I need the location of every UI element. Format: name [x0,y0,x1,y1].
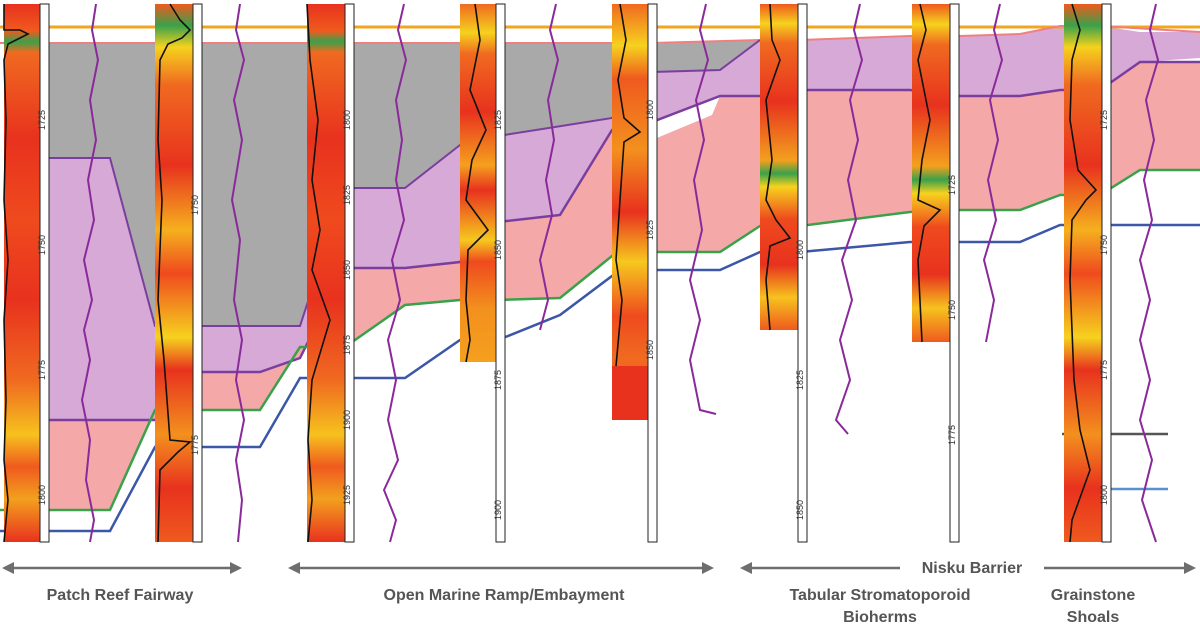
log-column [460,4,496,362]
gamma-curve-5 [615,3,642,367]
depth-label: 1775 [190,435,200,455]
gamma-curve-6 [765,3,792,331]
track-box [192,3,203,543]
res-curve-6 [834,3,864,435]
track-box [1101,3,1112,543]
bottom-arrows [2,562,1196,574]
arrowhead-right [230,562,242,574]
depth-label: 1825 [645,220,655,240]
lower-red-block [612,366,648,420]
gamma-curve-1 [3,4,30,543]
log-column [912,4,950,342]
pink-zone [44,62,1200,510]
depth-labels: 1725 1750 1775 1800 1750 1775 1800 1825 1850 1875… [37,100,1109,520]
depth-label: 1925 [342,485,352,505]
depth-label: 1800 [1099,485,1109,505]
track-box [949,3,960,543]
depth-label: 1725 [947,175,957,195]
track-box [797,3,808,543]
depth-label: 1825 [493,110,503,130]
gamma-curves [3,3,1098,543]
well-2 [155,3,203,543]
log-column [4,4,40,542]
depth-label: 1775 [1099,360,1109,380]
depth-label: 1750 [947,300,957,320]
arrowhead-right [1184,562,1196,574]
depth-label: 1775 [947,425,957,445]
depth-label: 1800 [795,240,805,260]
label-open-marine: Open Marine Ramp/Embayment [384,587,626,604]
depth-label: 1875 [342,335,352,355]
log-column [155,4,193,542]
track-box [495,3,506,543]
depth-label: 1750 [190,195,200,215]
arrowhead-left [2,562,14,574]
gamma-curve-8 [1069,3,1098,543]
label-tabular-line2: Bioherms [843,609,917,626]
track-box [344,3,355,543]
gamma-curve-3 [306,3,331,543]
resistivity-curves [80,3,1160,543]
label-grainstone-line2: Shoals [1067,609,1120,626]
arrowhead-right [702,562,714,574]
depth-label: 1800 [645,100,655,120]
depth-label: 1900 [342,410,352,430]
res-curve-7 [982,3,1004,343]
depth-label: 1800 [37,485,47,505]
label-patch-reef: Patch Reef Fairway [47,587,194,604]
depth-label: 1850 [493,240,503,260]
res-curve-5 [688,3,717,415]
depth-label: 1775 [37,360,47,380]
label-grainstone-line1: Grainstone [1051,587,1136,604]
arrowhead-left [740,562,752,574]
gamma-curve-7 [917,3,942,343]
gamma-curve-2 [157,3,192,543]
res-curve-3 [382,3,408,543]
res-curve-1 [80,3,100,543]
depth-label: 1725 [1099,110,1109,130]
gamma-curve-4 [465,3,490,363]
gray-zone [44,40,760,326]
arrowhead-left [288,562,300,574]
depth-label: 1875 [493,370,503,390]
depth-label: 1850 [342,260,352,280]
depth-label: 1850 [645,340,655,360]
depth-label: 1800 [342,110,352,130]
res-curve-4 [538,3,560,331]
depth-label: 1825 [795,370,805,390]
depth-label: 1850 [795,500,805,520]
res-curve-2 [230,3,246,543]
track-box [39,3,50,543]
depth-label: 1750 [1099,235,1109,255]
depth-label: 1725 [37,110,47,130]
depth-label: 1825 [342,185,352,205]
label-nisku-barrier: Nisku Barrier [922,560,1023,577]
track-box [647,3,658,543]
well-1 [4,3,50,543]
depth-label: 1750 [37,235,47,255]
label-tabular-line1: Tabular Stromatoporoid [789,587,970,604]
res-curve-8 [1138,3,1160,543]
depth-label: 1900 [493,500,503,520]
